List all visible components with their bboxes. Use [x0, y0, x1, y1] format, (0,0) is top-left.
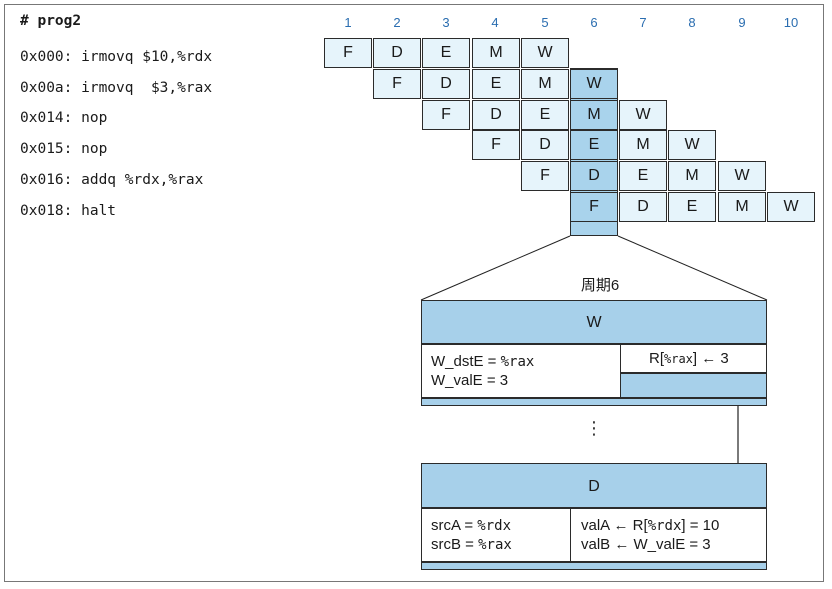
- cycle-number: 10: [783, 15, 799, 30]
- pipeline-cell: W: [570, 69, 618, 99]
- pipeline-cell: D: [422, 69, 470, 99]
- pipeline-cell: F: [422, 100, 470, 130]
- program-title: # prog2: [20, 13, 82, 29]
- w-stage-bottom-bar: [421, 398, 767, 406]
- code-line-3: 0x014: nop: [20, 110, 108, 126]
- pipeline-cell: D: [373, 38, 421, 68]
- cycle-number: 1: [344, 15, 352, 30]
- cycle-caption: 周期6: [580, 277, 620, 294]
- pipeline-cell: E: [668, 192, 716, 222]
- pipeline-cell: E: [570, 130, 618, 160]
- cycle-number: 6: [590, 15, 598, 30]
- pipeline-cell: E: [472, 69, 520, 99]
- cycle-number: 9: [738, 15, 746, 30]
- w-stage-left-box: W_dstE = %rax W_valE = 3: [421, 344, 621, 398]
- pipeline-cell: W: [668, 130, 716, 160]
- pipeline-cell: D: [521, 130, 569, 160]
- pipeline-cell: F: [472, 130, 520, 160]
- w-stage-right-fill: [620, 373, 767, 398]
- pipeline-cell: F: [373, 69, 421, 99]
- cycle-number: 4: [491, 15, 499, 30]
- pipeline-cell: W: [521, 38, 569, 68]
- cycle-number: 2: [393, 15, 401, 30]
- d-stage-left-box: srcA = %rdx srcB = %rax: [421, 508, 571, 562]
- zoom-line-right: [617, 235, 768, 301]
- pipeline-cell: E: [619, 161, 667, 191]
- pipeline-cell: D: [472, 100, 520, 130]
- pipeline-cell: M: [570, 100, 618, 130]
- cycle-number: 8: [688, 15, 696, 30]
- w-stage-bar: W: [421, 300, 767, 344]
- code-line-6: 0x018: halt: [20, 203, 117, 219]
- pipeline-cell: F: [570, 192, 618, 222]
- pipeline-cell: M: [668, 161, 716, 191]
- pipeline-cell: D: [570, 161, 618, 191]
- pipeline-cell: W: [767, 192, 815, 222]
- pipeline-cell: M: [521, 69, 569, 99]
- pipeline-cell: W: [718, 161, 766, 191]
- code-line-4: 0x015: nop: [20, 141, 108, 157]
- zoom-line-left: [420, 235, 571, 301]
- pipeline-cell: W: [619, 100, 667, 130]
- w-stage-right-box: R[%rax] ← 3: [620, 344, 767, 373]
- code-line-2: 0x00a: irmovq $3,%rax: [20, 80, 213, 96]
- pipeline-cell: F: [324, 38, 372, 68]
- ellipsis: ⋮: [585, 418, 603, 439]
- cycle-number: 5: [541, 15, 549, 30]
- code-line-5: 0x016: addq %rdx,%rax: [20, 172, 204, 188]
- pipeline-cell: E: [422, 38, 470, 68]
- pipeline-cell: M: [619, 130, 667, 160]
- figure-frame: [4, 4, 824, 582]
- pipeline-cell: F: [521, 161, 569, 191]
- d-stage-bottom-bar: [421, 562, 767, 570]
- pipeline-cell: E: [521, 100, 569, 130]
- code-line-1: 0x000: irmovq $10,%rdx: [20, 49, 213, 65]
- pipeline-cell: D: [619, 192, 667, 222]
- cycle-number: 7: [639, 15, 647, 30]
- pipeline-cell: M: [472, 38, 520, 68]
- d-stage-bar: D: [421, 463, 767, 508]
- cycle-number: 3: [442, 15, 450, 30]
- d-stage-right-box: valA ← R[%rdx] = 10 valB ← W_valE = 3: [570, 508, 767, 562]
- pipeline-cell: M: [718, 192, 766, 222]
